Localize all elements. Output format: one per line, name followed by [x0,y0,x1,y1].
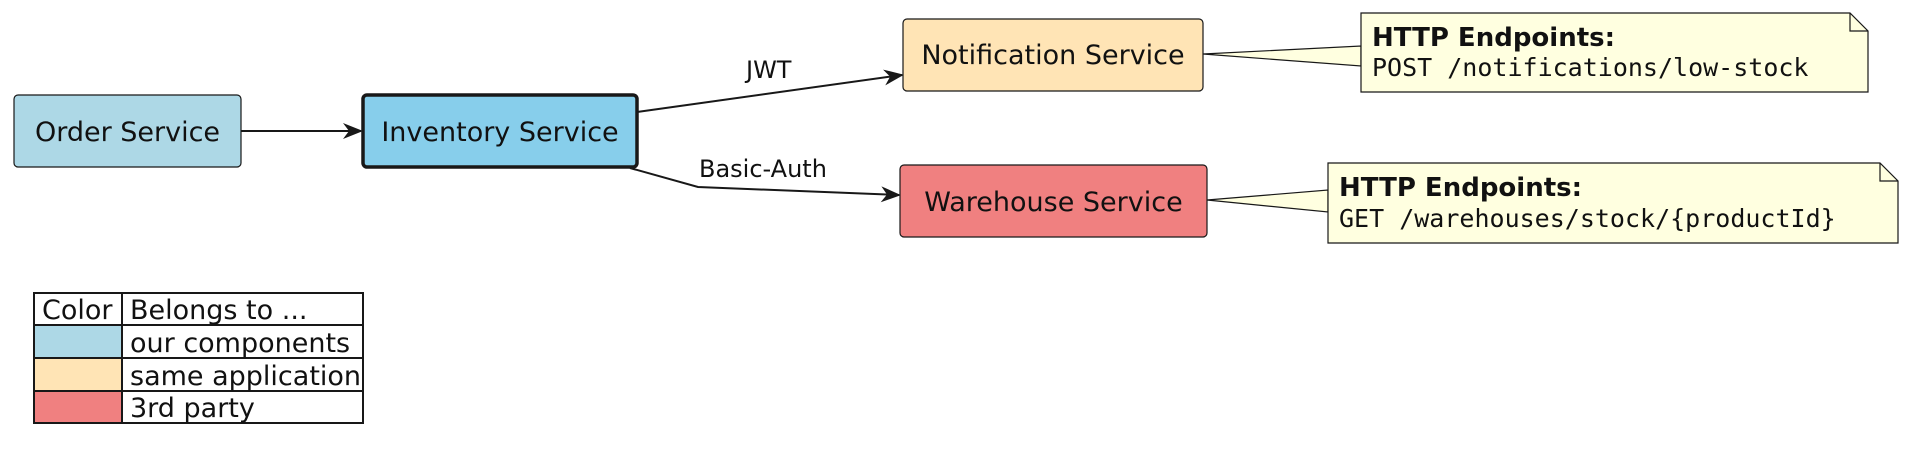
legend-swatch-3rd-party [35,392,121,422]
note-warehouse-title: HTTP Endpoints: [1339,173,1582,203]
legend-header-color: Color [42,295,113,326]
inventory-service-label: Inventory Service [381,117,618,148]
edge-inventory-to-notification: JWT [636,56,904,113]
order-service-label: Order Service [35,117,220,148]
note-notification-title: HTTP Endpoints: [1372,23,1615,53]
order-service-node[interactable]: Order Service [13,94,242,168]
inventory-service-node[interactable]: Inventory Service [361,93,639,169]
note-notification-endpoint: POST /notifications/low-stock [1372,53,1809,82]
note-notification-endpoints: HTTP Endpoints: POST /notifications/low-… [1360,12,1869,93]
edge-label-jwt: JWT [744,56,792,84]
legend-label-our-components: our components [130,328,350,359]
legend-header-belongs: Belongs to ... [130,295,308,326]
legend-swatch-same-application [35,359,121,390]
notification-service-node[interactable]: Notification Service [902,18,1204,92]
note-warehouse-endpoint: GET /warehouses/stock/{productId} [1339,204,1836,233]
legend: Color Belongs to ... our components same… [33,292,364,424]
edge-label-basic-auth: Basic-Auth [699,155,827,183]
legend-label-3rd-party: 3rd party [130,393,255,424]
warehouse-service-label: Warehouse Service [924,187,1182,218]
notification-service-label: Notification Service [921,40,1184,71]
warehouse-service-node[interactable]: Warehouse Service [899,164,1208,238]
note-connector-warehouse [1206,189,1329,213]
edge-inventory-to-warehouse: Basic-Auth [629,155,901,203]
legend-swatch-our-components [35,326,121,357]
legend-label-same-application: same application [130,361,361,392]
note-connector-notification [1202,45,1362,67]
note-warehouse-endpoints: HTTP Endpoints: GET /warehouses/stock/{p… [1327,162,1899,244]
